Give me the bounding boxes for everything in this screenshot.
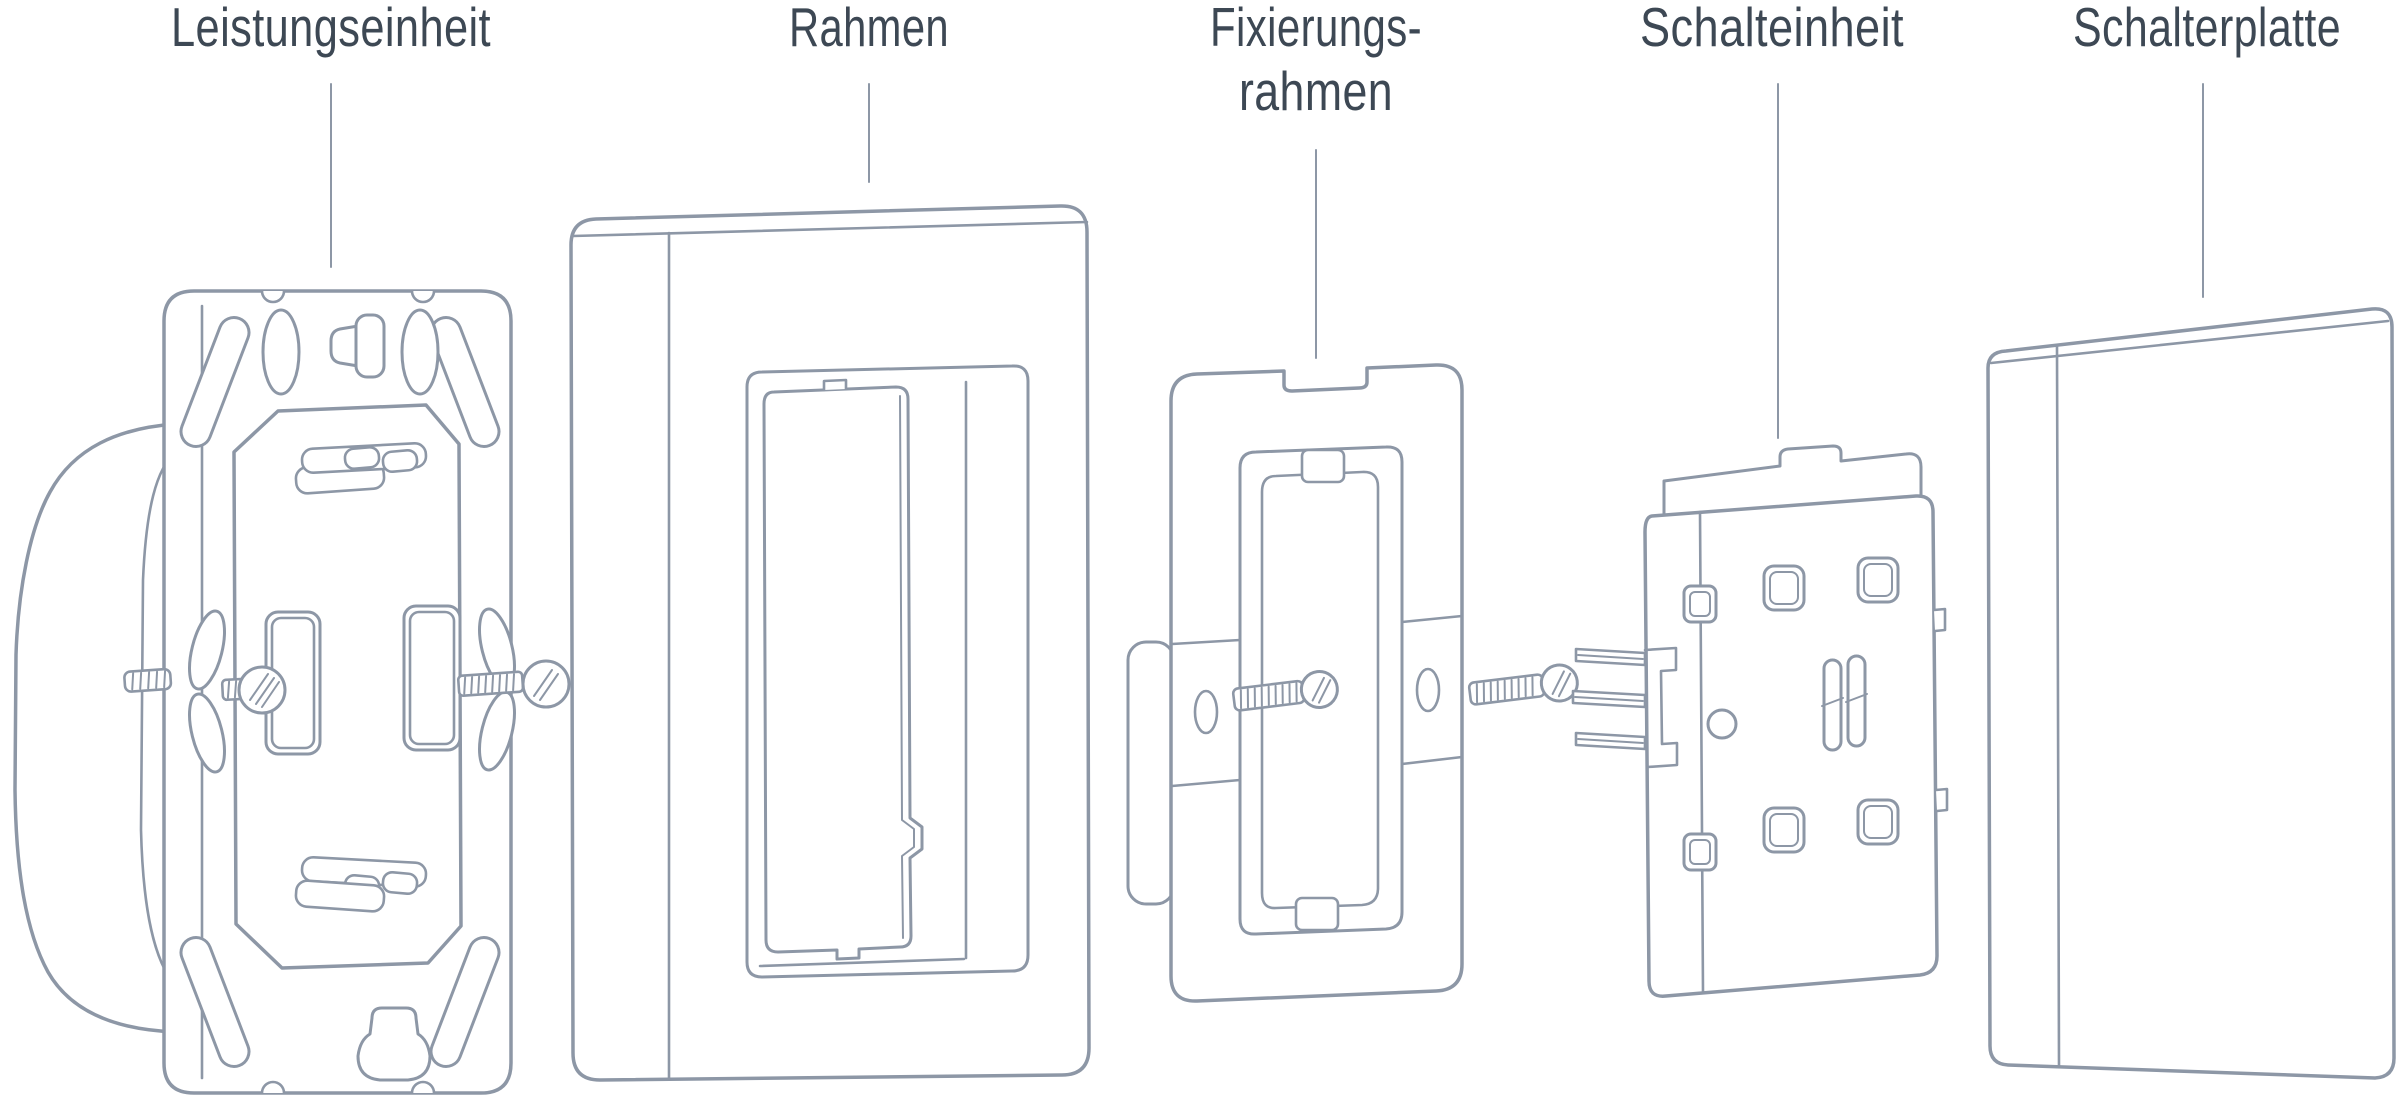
plate-oval-hole-right <box>400 308 440 396</box>
power-unit-can <box>13 422 178 1034</box>
switch-plate-drawing <box>1986 307 2396 1080</box>
fixing-frame-screw-hole-right <box>1415 667 1441 713</box>
label-rahmen: Rahmen <box>789 0 949 58</box>
switch-unit-left-notch <box>1643 646 1679 769</box>
switch-unit-pivot <box>1706 708 1738 740</box>
claw-screw-right <box>456 607 571 772</box>
fixing-frame-bottom-tab <box>1294 896 1340 932</box>
claw-screw-right-head <box>521 659 571 709</box>
fixing-frame-drawing <box>1126 363 1579 1003</box>
cable-clamp-bottom <box>294 856 428 913</box>
plate-slot-bottom-right <box>429 936 501 1068</box>
fixing-screw-right <box>1467 663 1579 706</box>
terminal-window-right <box>402 604 462 752</box>
power-unit-can-rim <box>139 450 178 988</box>
fixing-frame-boss-lines <box>1170 614 1464 788</box>
power-unit-drawing <box>13 289 571 1095</box>
plate-center-knob-cap <box>354 313 386 379</box>
plate-top-notch-left <box>260 289 286 304</box>
frame-recess-depth-line <box>899 395 915 939</box>
plate-slot-bottom-left <box>179 936 251 1068</box>
label-leistungseinheit: Leistungseinheit <box>171 0 491 58</box>
switch-plate-left-fold <box>2055 344 2061 1069</box>
switch-plate-outline <box>1986 307 2396 1080</box>
frame-recess-top-tab <box>822 378 848 392</box>
plate-slot-top-right <box>429 316 501 448</box>
switch-plate-top-edge <box>1989 319 2390 365</box>
cable-clamp-top <box>294 442 428 495</box>
label-fixierungsrahmen-line1: Fixierungs- <box>1210 0 1422 58</box>
label-fixierungsrahmen-line2: rahmen <box>1239 60 1393 122</box>
power-unit-center-body <box>232 403 463 970</box>
plate-center-knob-stem <box>329 324 360 368</box>
plate-bottom-notch-left <box>260 1080 286 1095</box>
plate-keyhole <box>356 1006 432 1082</box>
switch-unit-right-nubs <box>1932 607 1949 813</box>
frame-top-edge <box>571 220 1089 238</box>
frame-recess-backplate <box>762 385 924 961</box>
switch-unit-drawing <box>1571 444 1949 998</box>
frame-drawing <box>569 204 1091 1082</box>
fixing-frame-side-tab <box>1126 640 1176 906</box>
frame-recess-wall <box>758 380 968 968</box>
claw-wing-left-upper <box>188 609 226 691</box>
label-schalteinheit: Schalteinheit <box>1640 0 1904 58</box>
claw-wing-left-lower <box>188 692 226 774</box>
plate-top-notch-right <box>410 289 436 304</box>
center-slots <box>1821 654 1868 752</box>
fixing-screw-left <box>1231 670 1339 712</box>
part-labels: Leistungseinheit Rahmen Fixierungs- rahm… <box>171 0 2341 122</box>
plate-oval-hole-left <box>261 308 301 396</box>
plate-slot-top-left <box>179 316 251 448</box>
leader-lines <box>330 83 2204 439</box>
fixing-frame-top-tab <box>1300 448 1346 484</box>
plate-bottom-notch-right <box>410 1080 436 1095</box>
mounting-bumps <box>1682 556 1900 872</box>
label-schalterplatte: Schalterplatte <box>2073 0 2341 58</box>
fixing-frame-screw-hole-left <box>1193 689 1219 735</box>
switch-unit-body <box>1643 494 1939 998</box>
terminal-window-right-inner <box>408 610 456 746</box>
fixing-frame-opening-ledge <box>1260 470 1380 910</box>
connector-pins <box>1571 647 1647 751</box>
claw-screw-left <box>123 609 287 774</box>
